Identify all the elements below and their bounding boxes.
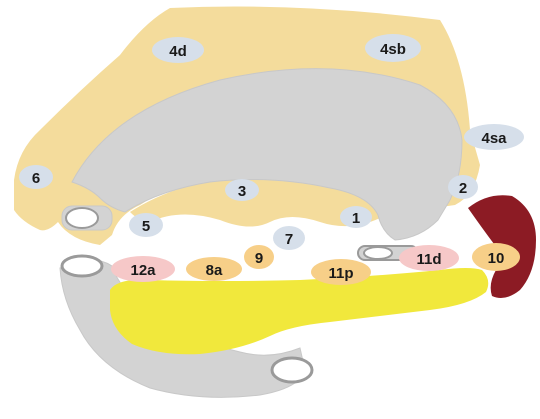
duodenum-tube-bottom	[272, 358, 312, 382]
node-9: 9	[244, 245, 274, 269]
node-11d: 11d	[399, 245, 459, 271]
node-6: 6	[19, 165, 53, 189]
node-4sa-label: 4sa	[481, 130, 507, 147]
duodenal-bulb-tube	[62, 206, 112, 230]
node-4sb: 4sb	[365, 34, 421, 62]
node-12a: 12a	[111, 256, 175, 282]
node-6-label: 6	[32, 170, 40, 187]
node-7: 7	[273, 226, 305, 250]
node-4d: 4d	[152, 37, 204, 63]
duodenum-tube-left	[62, 256, 102, 276]
node-5: 5	[129, 213, 163, 237]
node-4sb-label: 4sb	[380, 41, 406, 58]
node-9-label: 9	[255, 250, 263, 267]
node-7-label: 7	[285, 231, 293, 248]
pancreas	[110, 268, 488, 354]
node-4d-label: 4d	[169, 43, 187, 60]
node-1-label: 1	[352, 210, 360, 227]
node-3: 3	[225, 179, 259, 201]
node-11d-label: 11d	[416, 251, 441, 268]
node-12a-label: 12a	[130, 262, 156, 279]
node-10-label: 10	[488, 250, 505, 267]
node-8a: 8a	[186, 257, 242, 281]
node-11p-label: 11p	[328, 265, 353, 282]
node-1: 1	[340, 206, 372, 228]
node-11p: 11p	[311, 259, 371, 285]
node-10: 10	[472, 243, 520, 271]
node-4sa: 4sa	[464, 124, 524, 150]
node-3-label: 3	[238, 183, 246, 200]
node-5-label: 5	[142, 218, 150, 235]
node-8a-label: 8a	[206, 262, 223, 279]
node-2-label: 2	[459, 180, 467, 197]
node-2: 2	[448, 175, 478, 199]
